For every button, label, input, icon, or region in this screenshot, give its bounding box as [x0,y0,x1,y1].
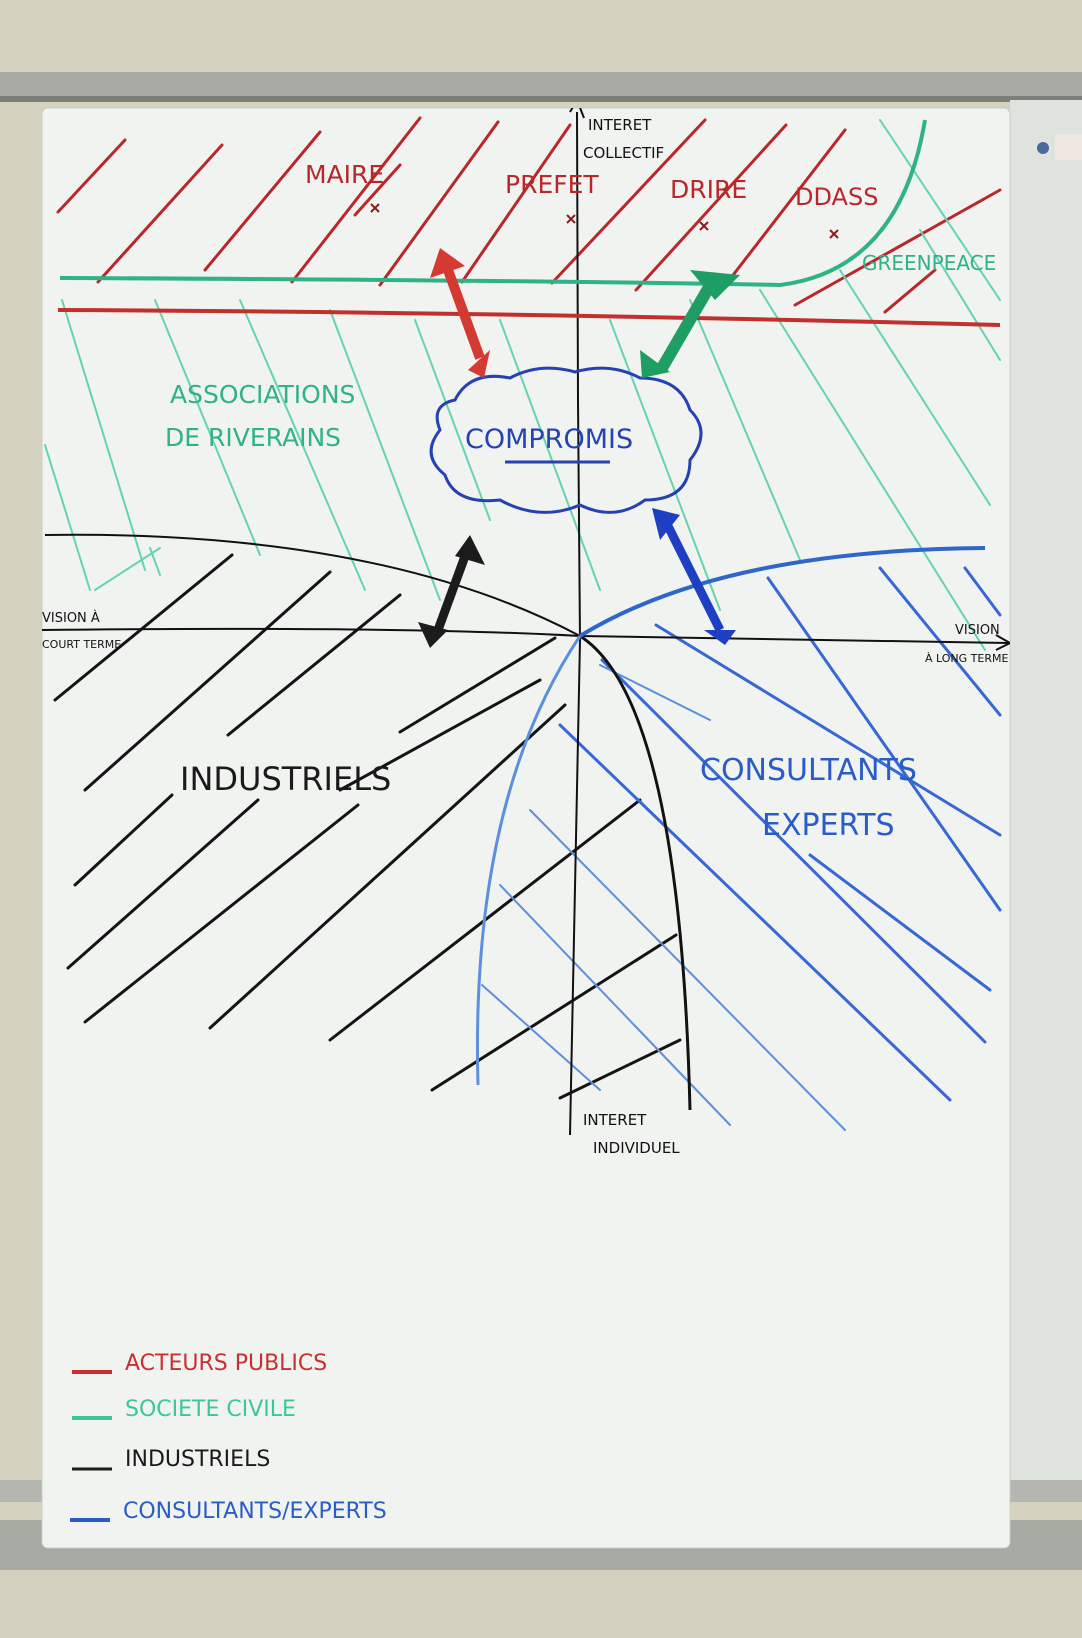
legend-text-industry: INDUSTRIELS [125,1447,270,1472]
blue-double-arrow [652,508,736,645]
axis-top-label-2: COLLECTIF [583,144,664,162]
label-experts: EXPERTS [762,808,895,843]
axis-top-label-1: INTERET [588,116,652,134]
label-riverains: DE RIVERAINS [165,423,341,452]
actor-prefet: PREFET [505,170,599,199]
public-actors-boundary [57,308,1001,327]
legend-text-consultants: CONSULTANTS/EXPERTS [123,1499,387,1524]
sticker-icon [1037,142,1049,154]
axis-left-label-2: COURT TERME [42,638,121,651]
consultants-boundary [578,546,986,638]
industry-boundary [44,533,581,637]
top-rail [0,72,1082,100]
whiteboard-behind [1010,100,1082,1480]
civil-society-hatching [44,119,1001,651]
label-industriels: INDUSTRIELS [180,760,391,798]
actor-drire: DRIRE [670,175,747,204]
axis-bottom-label-2: INDIVIDUEL [593,1139,680,1157]
axis-right-label-1: VISION [955,623,1000,638]
axes [42,108,1010,1136]
axis-right-label-2: À LONG TERME [925,652,1008,665]
label-greenpeace: GREENPEACE [862,251,996,275]
label-associations: ASSOCIATIONS [170,380,355,409]
red-double-arrow [430,248,490,378]
legend-text-public: ACTEURS PUBLICS [125,1351,327,1376]
axis-left-label-1: VISION À [42,610,100,626]
axis-bottom-label-1: INTERET [583,1111,647,1129]
green-double-arrow [640,270,740,378]
compromis-cloud [429,366,703,514]
legend: ACTEURS PUBLICS SOCIETE CIVILE INDUSTRIE… [70,1351,387,1524]
actor-ddass: DDASS [795,183,878,211]
black-double-arrow [418,535,485,648]
civil-society-boundary [59,119,927,288]
actor-maire: MAIRE [305,160,384,189]
label-compromis: COMPROMIS [465,424,633,455]
actor-markers [370,203,839,239]
public-actors-hatching [56,116,1002,314]
legend-text-civil: SOCIETE CIVILE [125,1397,296,1422]
flipchart-sheet [41,107,1011,1549]
label-consultants: CONSULTANTS [700,753,917,788]
